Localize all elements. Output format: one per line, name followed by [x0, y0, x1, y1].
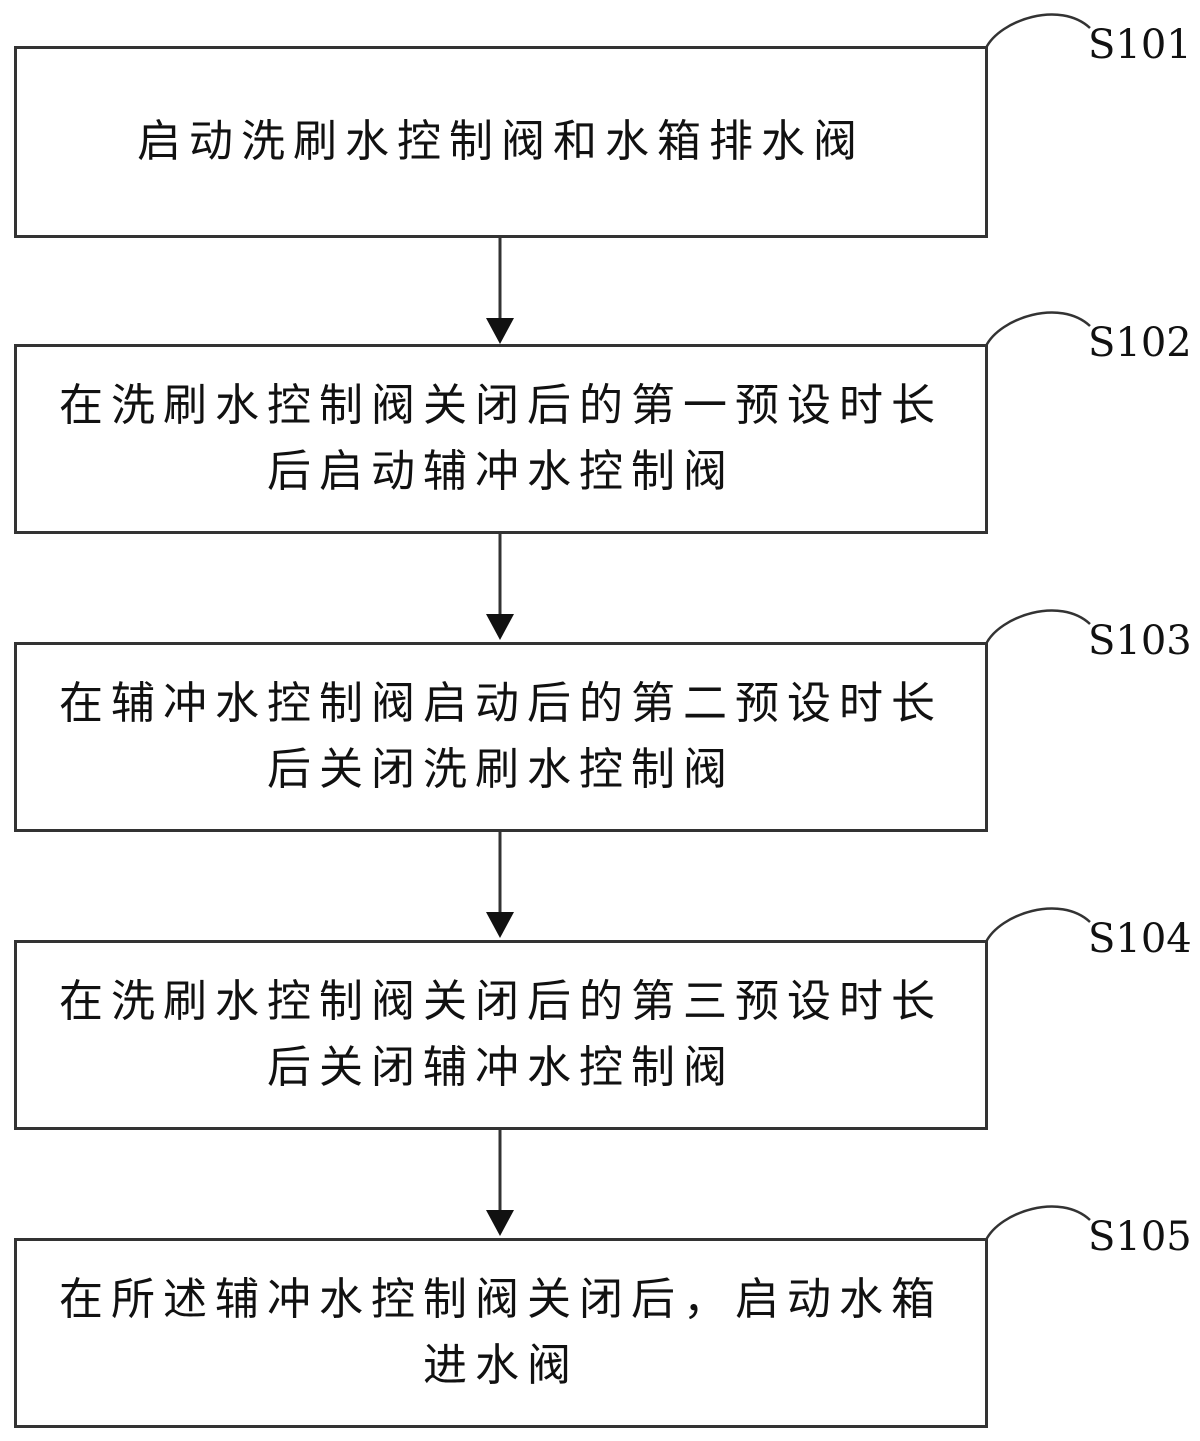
step-text: 在洗刷水控制阀关闭后的第一预设时长后启动辅冲水控制阀	[59, 380, 943, 497]
step-label: S102	[1088, 320, 1192, 366]
leader-curve-s103	[984, 609, 1091, 645]
leader-curve-s102	[984, 311, 1091, 347]
arrowhead	[486, 1210, 514, 1236]
step-box-s105: 在所述辅冲水控制阀关闭后，启动水箱进水阀	[14, 1238, 988, 1428]
leader-curve-s105	[984, 1205, 1091, 1241]
step-box-s103: 在辅冲水控制阀启动后的第二预设时长后关闭洗刷水控制阀	[14, 642, 988, 832]
step-text: 在洗刷水控制阀关闭后的第三预设时长后关闭辅冲水控制阀	[59, 976, 943, 1093]
leader-curve-s101	[984, 13, 1091, 49]
step-box-s102: 在洗刷水控制阀关闭后的第一预设时长后启动辅冲水控制阀	[14, 344, 988, 534]
step-label: S105	[1088, 1214, 1192, 1260]
step-box-s104: 在洗刷水控制阀关闭后的第三预设时长后关闭辅冲水控制阀	[14, 940, 988, 1130]
step-box-s101: 启动洗刷水控制阀和水箱排水阀	[14, 46, 988, 238]
step-text: 在辅冲水控制阀启动后的第二预设时长后关闭洗刷水控制阀	[59, 678, 943, 795]
arrowhead	[486, 318, 514, 344]
step-text: 在所述辅冲水控制阀关闭后，启动水箱进水阀	[59, 1274, 943, 1391]
step-text: 启动洗刷水控制阀和水箱排水阀	[137, 116, 865, 167]
arrowhead	[486, 614, 514, 640]
step-label: S103	[1088, 618, 1192, 664]
step-label: S101	[1088, 22, 1192, 68]
arrowhead	[486, 912, 514, 938]
leader-curve-s104	[984, 907, 1091, 943]
step-label: S104	[1088, 916, 1192, 962]
